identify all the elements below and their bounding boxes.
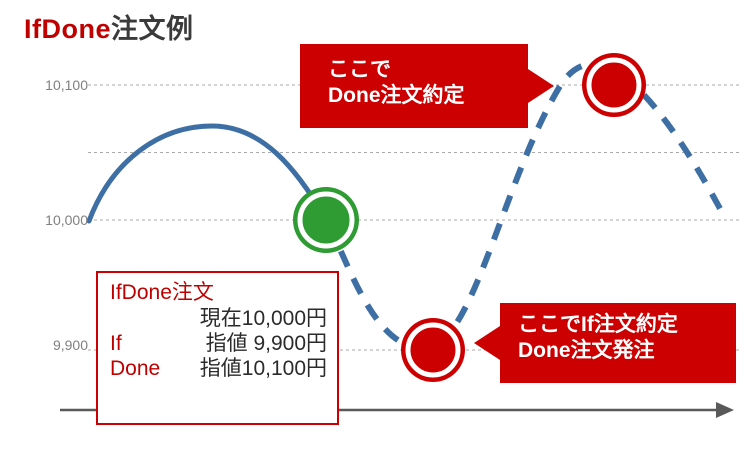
page-title-jp: 注文例 [111,14,194,44]
callout-done-line1: ここで [328,58,391,81]
done-fill-marker[interactable] [582,53,646,117]
order-row-done-label: Done [110,356,161,380]
callout-done-arrow-icon [528,69,554,103]
ytick-label-9900: 9,900 [52,337,88,353]
callout-if-arrow-icon [474,326,500,360]
order-row-done: Done 指値10,100円 [110,357,327,382]
if-fill-marker[interactable] [401,318,465,382]
order-row-if: If 指値 9,900円 [110,332,327,357]
price-line-solid [86,123,329,224]
page-title: IfDone注文例 [24,16,194,43]
callout-done-line2: Done注文約定 [328,83,465,107]
current-price-marker[interactable] [293,187,359,253]
callout-if-line1: ここでIf注文約定 [518,313,678,336]
callout-if-order[interactable]: ここでIf注文約定 Done注文発注 [474,303,736,383]
order-detail-box: IfDone注文 現在10,000円 If 指値 9,900円 Done 指値1… [96,271,339,425]
price-line-dashed [325,61,727,353]
page-title-en: IfDone [24,14,111,44]
callout-if-line2: Done注文発注 [518,338,655,362]
ytick-label-10000: 10,000 [45,212,88,228]
order-row-if-value: 指値 9,900円 [205,331,327,355]
order-row-current-value: 現在10,000円 [199,307,327,331]
order-row-if-label: If [110,331,122,355]
order-row-done-value: 指値10,100円 [199,356,327,380]
order-box-title: IfDone注文 [110,281,214,304]
ytick-label-10100: 10,100 [45,77,88,93]
order-row-current: 現在10,000円 [110,307,327,332]
callout-done-order[interactable]: ここで Done注文約定 [300,44,554,128]
